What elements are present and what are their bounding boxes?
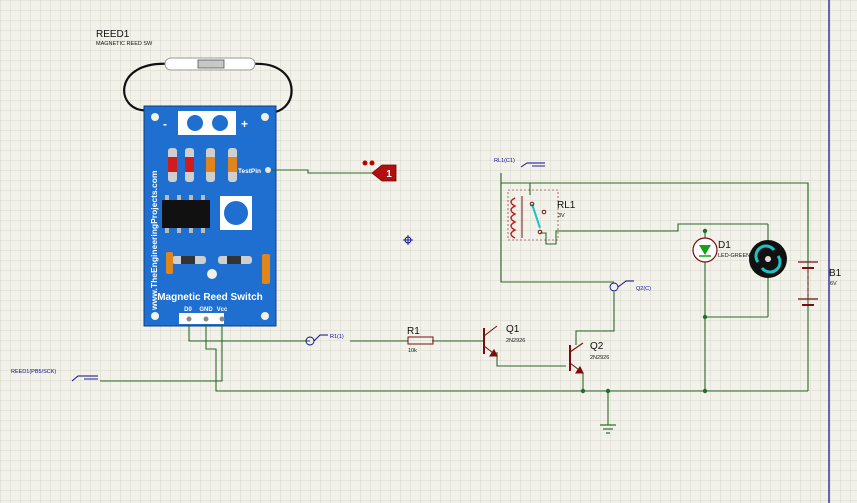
resistor-band [228,157,237,172]
probe-value: 1 [386,169,392,180]
q2-collector [569,342,584,353]
terminal-flag-icon [520,162,545,168]
pin-label-vcc: Vcc [217,307,228,313]
screw-icon [187,115,203,131]
relay-ref: RL1 [557,200,576,211]
test-pin-pad[interactable] [265,167,271,173]
pcb-website: www.TheEngineeringProjects.com [149,170,159,311]
r1-ref: R1 [407,326,420,337]
battery-b1[interactable] [798,261,818,306]
q1-value: 2N2926 [506,338,525,344]
motor-rotor-icon [754,244,776,263]
smd-led [262,254,270,284]
r1-value: 10k [408,348,417,354]
b1-ref: B1 [829,268,842,279]
relay-terminal-label: RL1(C1) [494,158,515,164]
mount-hole [261,113,269,121]
terminal-flag-icon [71,375,98,382]
pin-label-gnd: GND [199,307,213,313]
pin-header [179,313,224,324]
resistor-r1[interactable]: R1(1) R1 10k [305,326,434,354]
q2-probe-label: Q2(C) [636,286,651,292]
relay-outline [507,189,559,241]
reed-module[interactable]: - + www.TheEngineeringProjects.com TestP… [143,105,277,327]
led-d1[interactable]: D1 LED-GREEN [692,237,750,263]
crosshair-icon [403,235,413,245]
ic-chip [162,200,210,228]
resistor-band [168,157,177,172]
relay[interactable]: RL1(C1) RL1 3V [494,158,576,241]
d1-ref: D1 [718,240,731,251]
motor-shaft [765,256,771,262]
junction-dots [580,228,708,394]
wires [100,169,809,425]
ground-icon [600,424,616,434]
transistor-q1[interactable] [483,325,498,357]
relay-contact [529,201,535,207]
q1-arrow-icon [488,348,498,357]
resistor-band [227,256,241,264]
probe-dot-icon [369,160,375,166]
dc-motor[interactable] [749,240,787,278]
reed-terminal[interactable]: REED1(PB5/SCK) [11,369,98,382]
mount-hole [151,113,159,121]
resistor-band [181,256,195,264]
probe-icon [305,334,328,346]
module-title: Magnetic Reed Switch [157,292,263,303]
q2-arrow-icon [574,365,584,374]
probe-dot-icon [362,160,368,166]
q1-collector [483,325,498,337]
header-pin[interactable] [186,316,192,322]
motor-rotor-icon [760,255,782,274]
b1-value: 6V [830,281,837,287]
reed-value: MAGNETIC REED SW [96,41,153,47]
resistor-band [185,157,194,172]
reed-lead [123,62,171,112]
probe-arrow-icon [371,164,397,182]
logic-probe[interactable]: 1 [362,160,397,182]
relay-armature [531,203,541,229]
mount-hole [151,312,159,320]
reed-switch[interactable]: REED1 MAGNETIC REED SW [96,29,293,114]
q1-ref: Q1 [506,324,520,335]
smd-led [166,252,173,274]
test-pin-label: TestPin [238,168,261,175]
pot-knob-icon [224,201,248,225]
relay-contact [541,209,547,215]
screw-icon [212,115,228,131]
reed-terminal-label: REED1(PB5/SCK) [11,369,56,375]
q2-value: 2N2926 [590,355,609,361]
q2-probe-icon [609,280,634,292]
relay-contact [537,229,543,235]
q2-ref: Q2 [590,341,604,352]
pcb-minus: - [163,117,167,131]
led-diode-icon [699,245,711,255]
resistor-band [206,157,215,172]
relay-coil-icon [510,197,517,239]
mount-hole [261,312,269,320]
transistor-q2[interactable] [569,342,584,374]
header-pin[interactable] [203,316,209,322]
r1-probe-label: R1(1) [330,334,344,340]
relay-value: 3V [558,213,565,219]
pin-label-d0: D0 [184,307,192,313]
header-pin[interactable] [219,316,225,322]
reed-ref: REED1 [96,29,130,40]
r1-body [407,336,434,345]
d1-value: LED-GREEN [718,253,750,259]
pcb-plus: + [241,117,248,131]
mount-hole [207,269,217,279]
ic-pins [165,195,205,233]
reed-contact [197,59,225,69]
